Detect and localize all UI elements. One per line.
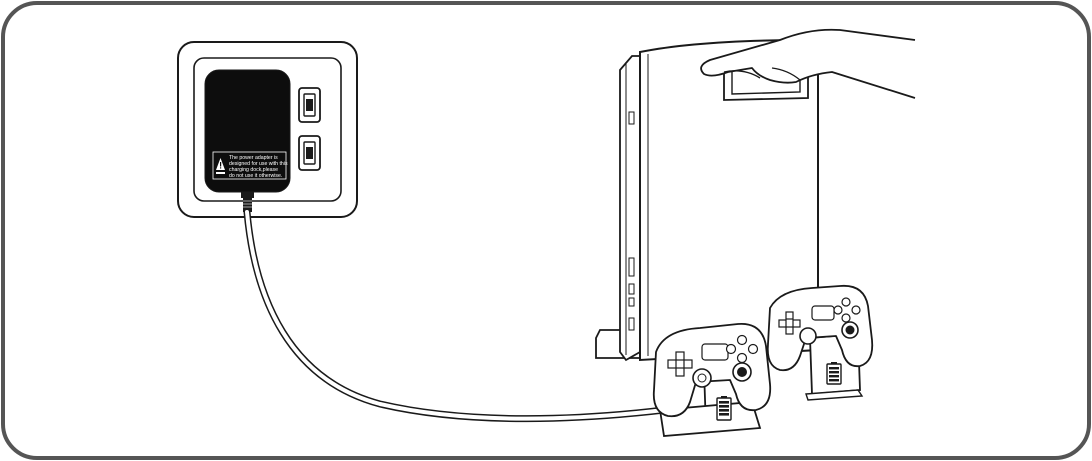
usb-port-top [298, 87, 321, 123]
adapter-strain-relief [241, 192, 254, 198]
game-console [595, 38, 819, 362]
warning-icon [215, 155, 226, 176]
controller-left [652, 323, 772, 437]
controller-right [766, 284, 874, 401]
adapter-label-line-4: do not use it otherwise. [229, 173, 282, 179]
adapter-label-line-3: charging dock,please [229, 167, 278, 173]
power-cable [243, 208, 668, 423]
adapter-label-line-2: designed for use with this [229, 161, 288, 167]
battery-icon [716, 396, 732, 421]
console-left-panel [619, 55, 641, 362]
dpad-icon [778, 311, 801, 335]
adapter-label-line-1: The power adapter is [229, 155, 278, 161]
hand [700, 28, 916, 99]
battery-icon [826, 362, 842, 385]
dpad-icon [667, 351, 693, 377]
usb-port-bottom [298, 135, 321, 171]
power-adapter: The power adapter is designed for use wi… [204, 69, 291, 212]
